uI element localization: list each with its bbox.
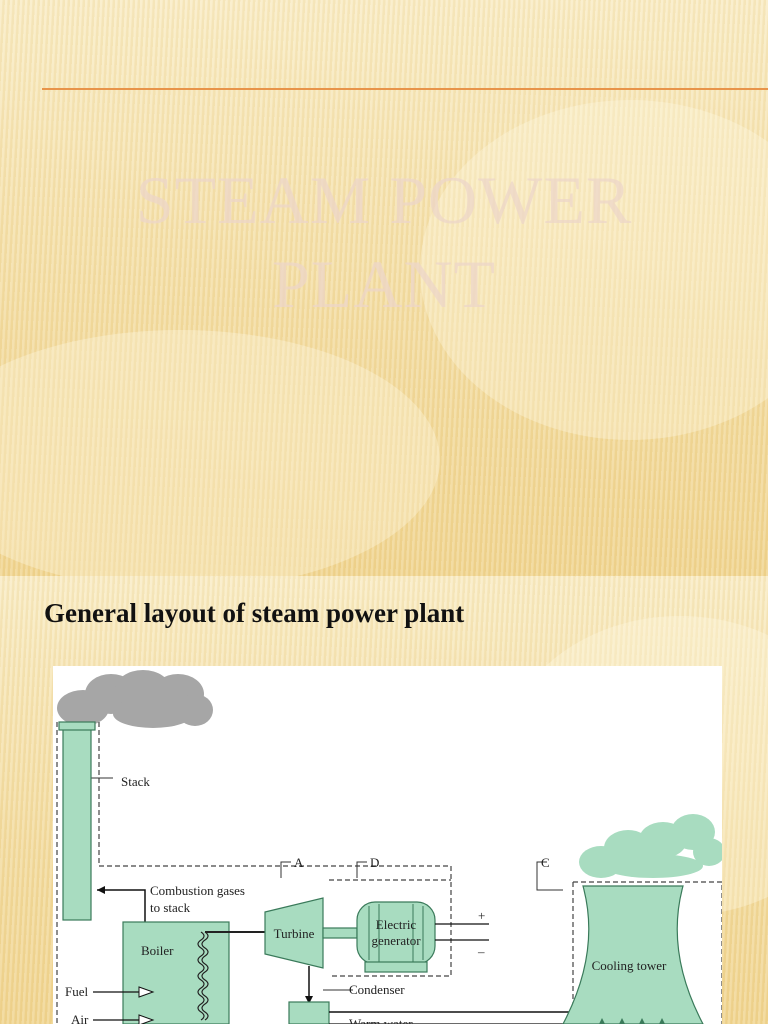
- arrow-down-icon: [305, 996, 313, 1004]
- fuel-input: [93, 986, 155, 998]
- marker-a-label: A: [294, 855, 304, 870]
- title-slide: STEAM POWER PLANT: [0, 0, 768, 576]
- background-swirl: [420, 100, 768, 440]
- combustion-gas-flow: [97, 889, 146, 922]
- air-label: Air: [71, 1012, 89, 1024]
- boiler-label: Boiler: [141, 943, 174, 958]
- generator-label-line-2: generator: [371, 933, 421, 948]
- boundary-a: [98, 722, 452, 977]
- stack-cap: [58, 721, 96, 731]
- smoke-cloud: [57, 670, 213, 728]
- boiler-unit: [122, 921, 230, 1024]
- condenser-label: Condenser: [349, 982, 405, 997]
- steam-cloud: [579, 814, 722, 878]
- stack-chimney: [62, 727, 92, 921]
- marker-c-label: C: [541, 855, 550, 870]
- slide-title: STEAM POWER PLANT: [0, 158, 768, 326]
- cooling-tower-label: Cooling tower: [592, 958, 667, 973]
- plus-terminal-label: +: [478, 908, 485, 923]
- condenser-unit: [288, 1001, 330, 1024]
- turbine-shaft: [322, 927, 358, 939]
- fuel-label: Fuel: [65, 984, 89, 999]
- turbine-label: Turbine: [274, 926, 315, 941]
- boundary-c: [573, 881, 722, 1024]
- generator-label: Electric: [376, 917, 417, 932]
- marker-d-label: D: [370, 855, 379, 870]
- arrow-left-icon: [97, 886, 105, 894]
- output-terminals: [435, 923, 489, 941]
- background-swirl: [0, 330, 440, 576]
- spray-nozzles: [599, 1018, 665, 1024]
- turbine-unit: [264, 897, 324, 969]
- slide-title-line-2: PLANT: [271, 246, 497, 322]
- electric-generator: [356, 901, 436, 973]
- slide-title-line-1: STEAM POWER: [135, 162, 633, 238]
- plant-layout-diagram: Stack A D C Combustion gases to stack Bo…: [53, 666, 722, 1024]
- slide-heading: General layout of steam power plant: [44, 598, 465, 628]
- combustion-gases-label: Combustion gases: [150, 883, 245, 898]
- layout-slide: General layout of steam power plant: [0, 576, 768, 1024]
- slide-background: [0, 0, 768, 576]
- warm-water-label: Warm water: [349, 1016, 413, 1024]
- system-boundaries: [56, 722, 722, 1024]
- title-divider: [42, 88, 768, 90]
- cooling-tower-body: [562, 885, 704, 1024]
- minus-terminal-label: –: [477, 944, 485, 959]
- boiler-coil: [197, 931, 205, 1021]
- air-input: [93, 1014, 155, 1024]
- diagram-svg: Stack A D C Combustion gases to stack Bo…: [56, 670, 722, 1024]
- stack-label: Stack: [121, 774, 150, 789]
- combustion-gases-label-line-2: to stack: [150, 900, 191, 915]
- marker-brackets: [89, 777, 563, 891]
